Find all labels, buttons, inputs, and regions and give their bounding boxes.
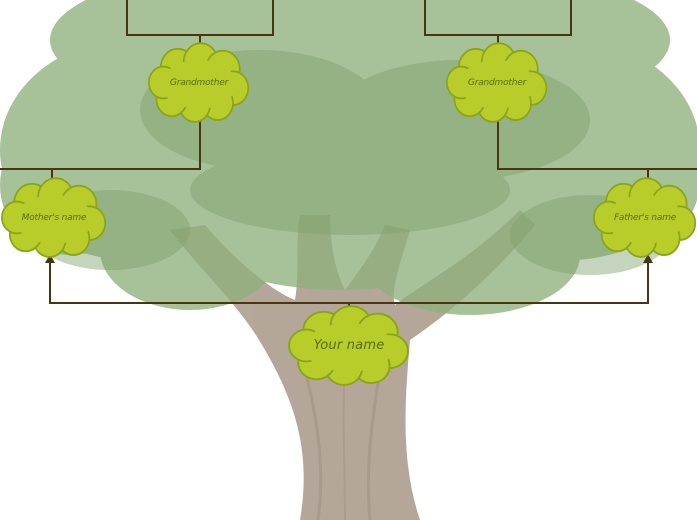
cloud-shape [446,42,548,123]
connector-maternal [0,118,201,170]
paternal-grandmother-label: Grandmother [467,77,527,88]
maternal-grandmother-node[interactable]: Grandmother [148,42,250,123]
father-node[interactable]: Father's name [593,177,697,258]
maternal-grandmother-label: Grandmother [169,77,229,88]
cloud-shape [148,42,250,123]
connector-arrowheads [45,254,653,263]
self-node[interactable]: Your name [288,305,410,386]
mother-label: Mother's name [21,212,87,223]
connector-paternal [497,118,697,170]
cloud-shape [593,177,697,258]
cloud-shape [288,305,409,386]
self-label: Your name [313,338,385,353]
mother-node[interactable]: Mother's name [1,177,107,258]
cloud-shape [1,177,107,258]
father-label: Father's name [613,212,677,223]
paternal-grandmother-node[interactable]: Grandmother [446,42,548,123]
